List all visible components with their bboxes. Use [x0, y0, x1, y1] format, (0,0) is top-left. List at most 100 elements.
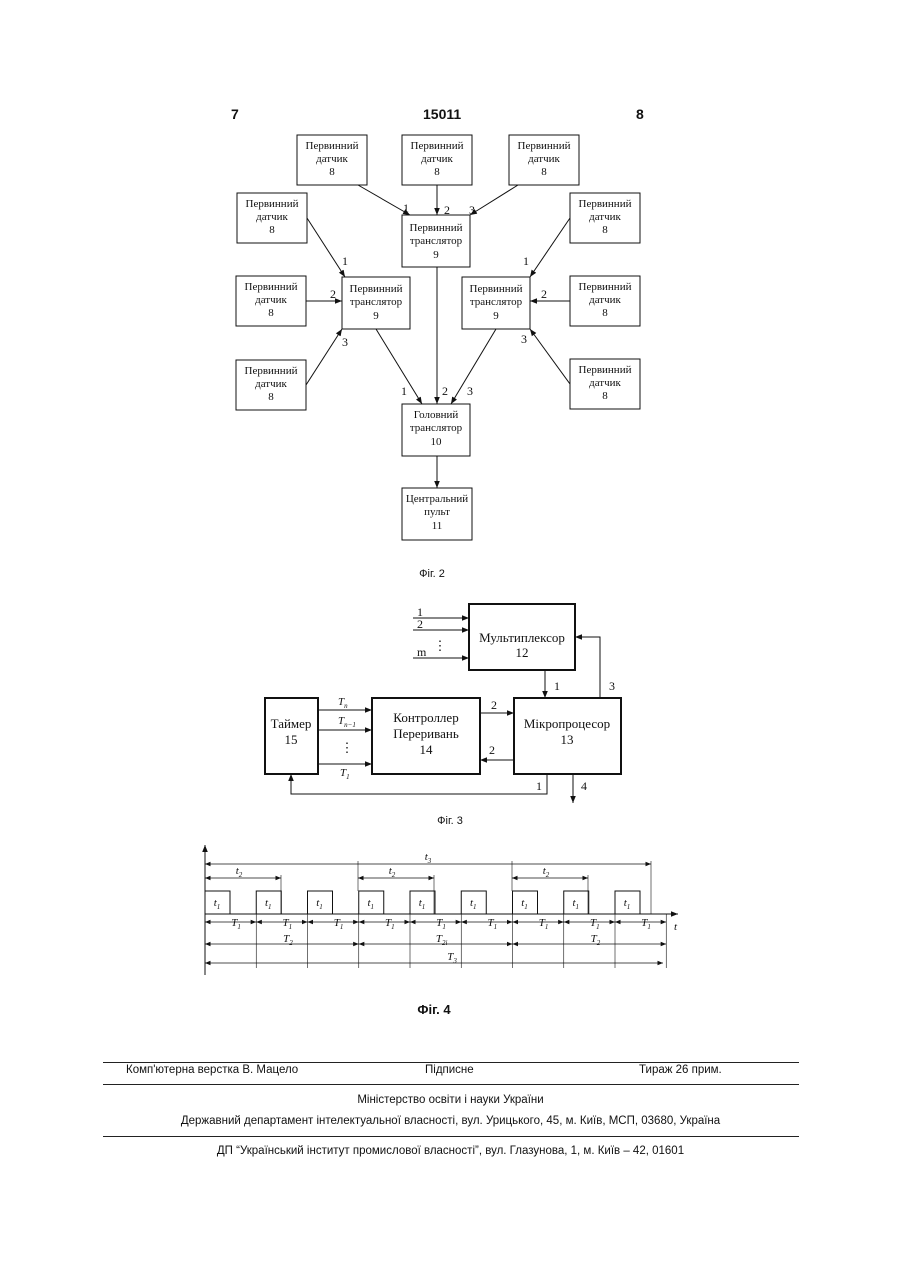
mux-input-dots: ⋮: [434, 638, 447, 653]
pulse-label-t1: t1: [419, 897, 426, 911]
sensor-number: 8: [268, 307, 274, 319]
link-number: 1: [554, 679, 560, 693]
sensor-number: 8: [268, 391, 274, 403]
pulse-label-t1: t1: [367, 897, 374, 911]
pulse-label-t1: t1: [521, 897, 528, 911]
footer-signed: Підписне: [425, 1064, 474, 1076]
pulse-label-t1: t1: [265, 897, 272, 911]
pulse-label-t1: t1: [470, 897, 477, 911]
sensor-number: 8: [602, 224, 608, 236]
sensor-label: Первинний: [579, 281, 632, 293]
sensor-label: Первинний: [306, 140, 359, 152]
link-number: 1: [536, 779, 542, 793]
sensor-label: Первинний: [579, 198, 632, 210]
footer-rule-middle: [103, 1084, 799, 1085]
sensor-number: 8: [329, 166, 335, 178]
translator-number: 9: [493, 310, 499, 322]
port-number: 3: [521, 332, 527, 346]
microprocessor-label: Мікропроцесор: [524, 716, 610, 731]
port-number: 1: [401, 384, 407, 398]
translator-label: Первинний: [410, 222, 463, 234]
timer-signal-dots: ⋮: [341, 740, 354, 755]
link-number: 4: [581, 779, 587, 793]
sensor-label: датчик: [256, 211, 288, 223]
interval-label-T1: T1: [641, 917, 651, 931]
sensor-number: 8: [434, 166, 440, 178]
footer-ministry: Міністерство освіти і науки України: [0, 1094, 901, 1106]
link-number: 3: [609, 679, 615, 693]
timer-number: 15: [285, 732, 298, 747]
footer-rule-bottom: [103, 1136, 799, 1137]
controller-number: 14: [420, 742, 434, 757]
interval-label-t3: t3: [425, 851, 432, 865]
microprocessor-number: 13: [561, 732, 574, 747]
head-translator-label: Головний: [414, 409, 459, 421]
time-axis-label: t: [674, 921, 678, 933]
interval-label-T1: T1: [385, 917, 395, 931]
pulse-label-t1: t1: [316, 897, 323, 911]
sensor-label: Первинний: [245, 365, 298, 377]
timer-signal-Tn-1: Tn−1: [338, 715, 356, 729]
sensor-number: 8: [269, 224, 275, 236]
multiplexer-label: Мультиплексор: [479, 630, 565, 645]
footer-institute: ДП “Український інститут промислової вла…: [0, 1145, 901, 1157]
footer-department: Державний департамент інтелектуальної вл…: [0, 1115, 901, 1127]
timer-signal-Tn: Tn: [338, 696, 348, 710]
translator-label: транслятор: [470, 296, 523, 308]
timer-signal-T1: T1: [340, 767, 350, 781]
pulse-label-t1: t1: [572, 897, 579, 911]
interval-label-t2: t2: [236, 865, 243, 879]
interval-label-T2: T2i: [436, 933, 448, 947]
interval-label-T3: T3: [447, 951, 457, 965]
controller-label: Переривань: [393, 726, 459, 741]
fig3-caption: Фіг. 3: [437, 815, 463, 827]
timer-label: Таймер: [271, 716, 312, 731]
sensor-label: Первинний: [246, 198, 299, 210]
interval-label-T2: T2: [591, 933, 601, 947]
interval-label-T1: T1: [282, 917, 292, 931]
interval-label-T1: T1: [487, 917, 497, 931]
controller-label: Контроллер: [393, 710, 458, 725]
interval-label-t2: t2: [543, 865, 550, 879]
interval-label-T1: T1: [590, 917, 600, 931]
footer-layout-credit: Комп'ютерна верстка В. Мацело: [126, 1064, 298, 1076]
sensor-label: Первинний: [411, 140, 464, 152]
mux-input-label: m: [417, 645, 427, 659]
pulse-label-t1: t1: [214, 897, 221, 911]
interval-label-T1: T1: [231, 917, 241, 931]
sensor-label: датчик: [255, 378, 287, 390]
sensor-label: датчик: [316, 153, 348, 165]
port-number: 3: [342, 335, 348, 349]
sensor-number: 8: [541, 166, 547, 178]
sensor-label: Первинний: [518, 140, 571, 152]
sensor-number: 8: [602, 390, 608, 402]
interval-label-T2: T2: [283, 933, 293, 947]
fig2-caption: Фіг. 2: [419, 568, 445, 580]
central-console-label: Центральний: [406, 493, 468, 505]
translator-label: Первинний: [350, 283, 403, 295]
interval-label-T1: T1: [436, 917, 446, 931]
fig4-caption: Фіг. 4: [417, 1002, 451, 1017]
link-number: 2: [489, 743, 495, 757]
translator-label: Первинний: [470, 283, 523, 295]
sensor-label: датчик: [528, 153, 560, 165]
port-number: 1: [403, 201, 409, 215]
translator-label: транслятор: [350, 296, 403, 308]
central-console-number: 11: [432, 520, 443, 532]
translator-number: 9: [433, 249, 439, 261]
sensor-label: датчик: [589, 211, 621, 223]
port-number: 1: [523, 254, 529, 268]
interval-label-T1: T1: [334, 917, 344, 931]
central-console-label: пульт: [424, 506, 450, 518]
sensor-label: датчик: [589, 377, 621, 389]
port-number: 1: [342, 254, 348, 268]
head-translator-number: 10: [431, 436, 443, 448]
footer-print-run: Тираж 26 прим.: [639, 1064, 722, 1076]
pulse-label-t1: t1: [624, 897, 631, 911]
fig3-diagram: [265, 604, 621, 803]
port-number: 2: [444, 203, 450, 217]
fig4-timing-diagram: t t1T1 t1T1 t1T1 t1T1 t1T1 t1T1 t1T1 t1T1 t1T1 t2 t…: [205, 845, 678, 975]
interval-label-T1: T1: [539, 917, 549, 931]
head-translator-label: транслятор: [410, 422, 463, 434]
sensor-label: датчик: [255, 294, 287, 306]
